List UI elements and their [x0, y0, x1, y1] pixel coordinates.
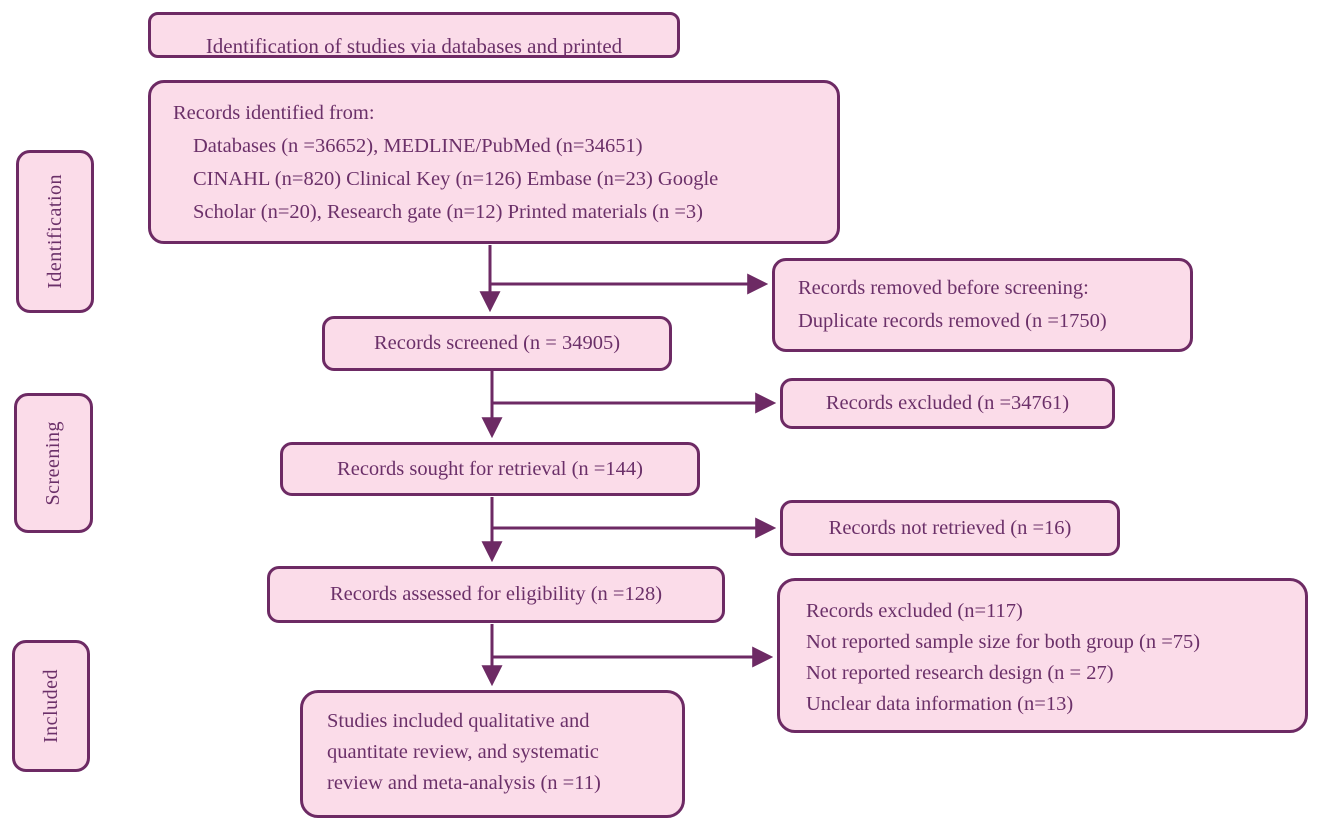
records-excluded-eligibility-line: Unclear data information (n=13)	[806, 693, 1074, 715]
records-excluded-eligibility-box: Records excluded (n=117) Not reported sa…	[777, 578, 1308, 733]
records-removed-before-screening-box: Records removed before screening: Duplic…	[772, 258, 1193, 352]
studies-included-line: quantitate review, and systematic	[327, 741, 599, 763]
records-excluded-eligibility-line: Not reported research design (n = 27)	[806, 662, 1114, 684]
records-sought-box: Records sought for retrieval (n =144)	[280, 442, 700, 496]
records-excluded-eligibility-line: Not reported sample size for both group …	[806, 631, 1201, 653]
records-identified-box: Records identified from: Databases (n =3…	[148, 80, 840, 244]
stage-label-included-box: Included	[12, 640, 90, 772]
records-screened-box: Records screened (n = 34905)	[322, 316, 672, 371]
records-assessed-text: Records assessed for eligibility (n =128…	[329, 583, 663, 605]
studies-included-line: review and meta-analysis (n =11)	[327, 772, 601, 794]
records-not-retrieved-box: Records not retrieved (n =16)	[780, 500, 1120, 556]
studies-included-box: Studies included qualitative and quantit…	[300, 690, 685, 818]
stage-label-identification-box: Identification	[16, 150, 94, 313]
records-identified-line: Scholar (n=20), Research gate (n=12) Pri…	[193, 201, 704, 223]
diagram-title-box: Identification of studies via databases …	[148, 12, 680, 58]
stage-label-screening-box: Screening	[14, 393, 93, 533]
stage-label-screening: Screening	[42, 420, 64, 506]
records-screened-text: Records screened (n = 34905)	[373, 332, 621, 354]
stage-label-identification: Identification	[43, 174, 66, 289]
records-identified-line: Records identified from:	[173, 102, 375, 124]
stage-label-included: Included	[39, 669, 62, 743]
records-identified-line: Databases (n =36652), MEDLINE/PubMed (n=…	[193, 135, 643, 157]
records-excluded-eligibility-line: Records excluded (n=117)	[806, 600, 1023, 622]
records-not-retrieved-text: Records not retrieved (n =16)	[828, 516, 1072, 539]
records-assessed-box: Records assessed for eligibility (n =128…	[267, 566, 725, 623]
diagram-title: Identification of studies via databases …	[205, 34, 623, 58]
studies-included-line: Studies included qualitative and	[327, 710, 590, 732]
records-excluded-screening-box: Records excluded (n =34761)	[780, 378, 1115, 429]
records-sought-text: Records sought for retrieval (n =144)	[337, 457, 643, 480]
records-removed-line: Records removed before screening:	[798, 277, 1089, 299]
records-excluded-screening-text: Records excluded (n =34761)	[825, 392, 1070, 414]
records-identified-line: CINAHL (n=820) Clinical Key (n=126) Emba…	[193, 168, 719, 190]
records-removed-line: Duplicate records removed (n =1750)	[798, 310, 1107, 332]
